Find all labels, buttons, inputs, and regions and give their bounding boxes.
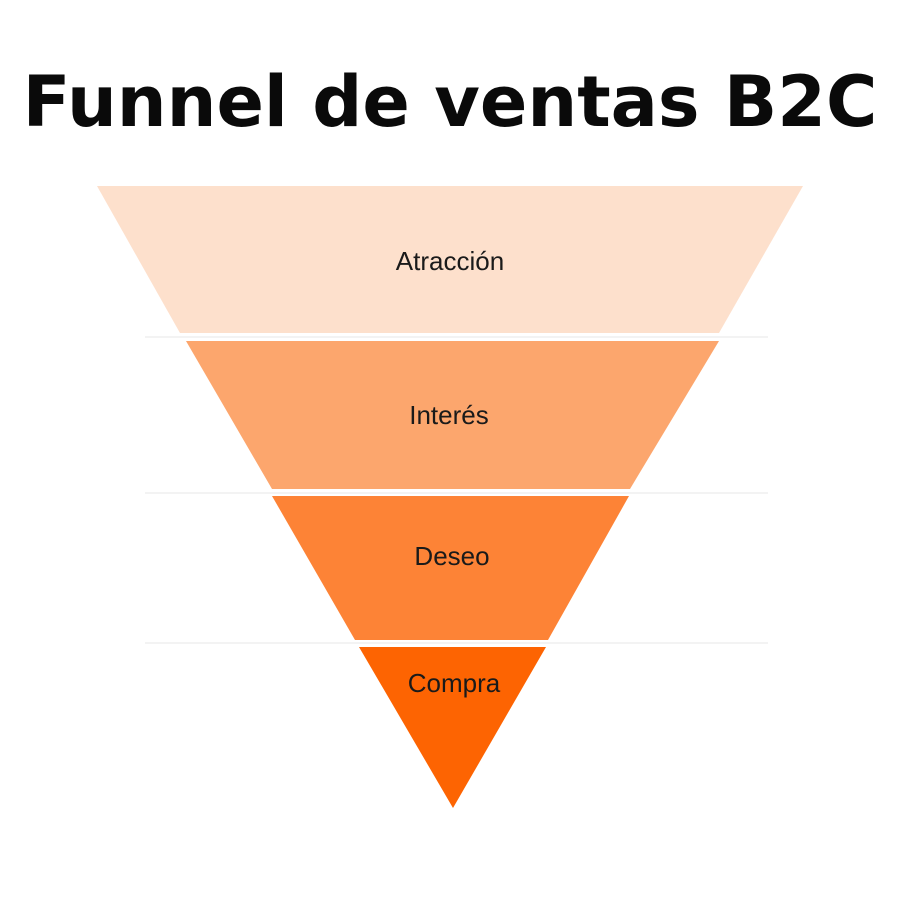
funnel-stage-deseo xyxy=(272,496,629,640)
funnel-stage-interes xyxy=(186,341,719,489)
stage-label-interes: Interés xyxy=(409,400,489,430)
stage-label-deseo: Deseo xyxy=(414,541,489,571)
funnel-stage-compra xyxy=(359,647,546,808)
funnel-stage-atraccion xyxy=(97,186,803,333)
stage-label-atraccion: Atracción xyxy=(396,246,504,276)
stage-label-compra: Compra xyxy=(408,668,501,698)
page-title: Funnel de ventas B2C xyxy=(22,61,878,143)
